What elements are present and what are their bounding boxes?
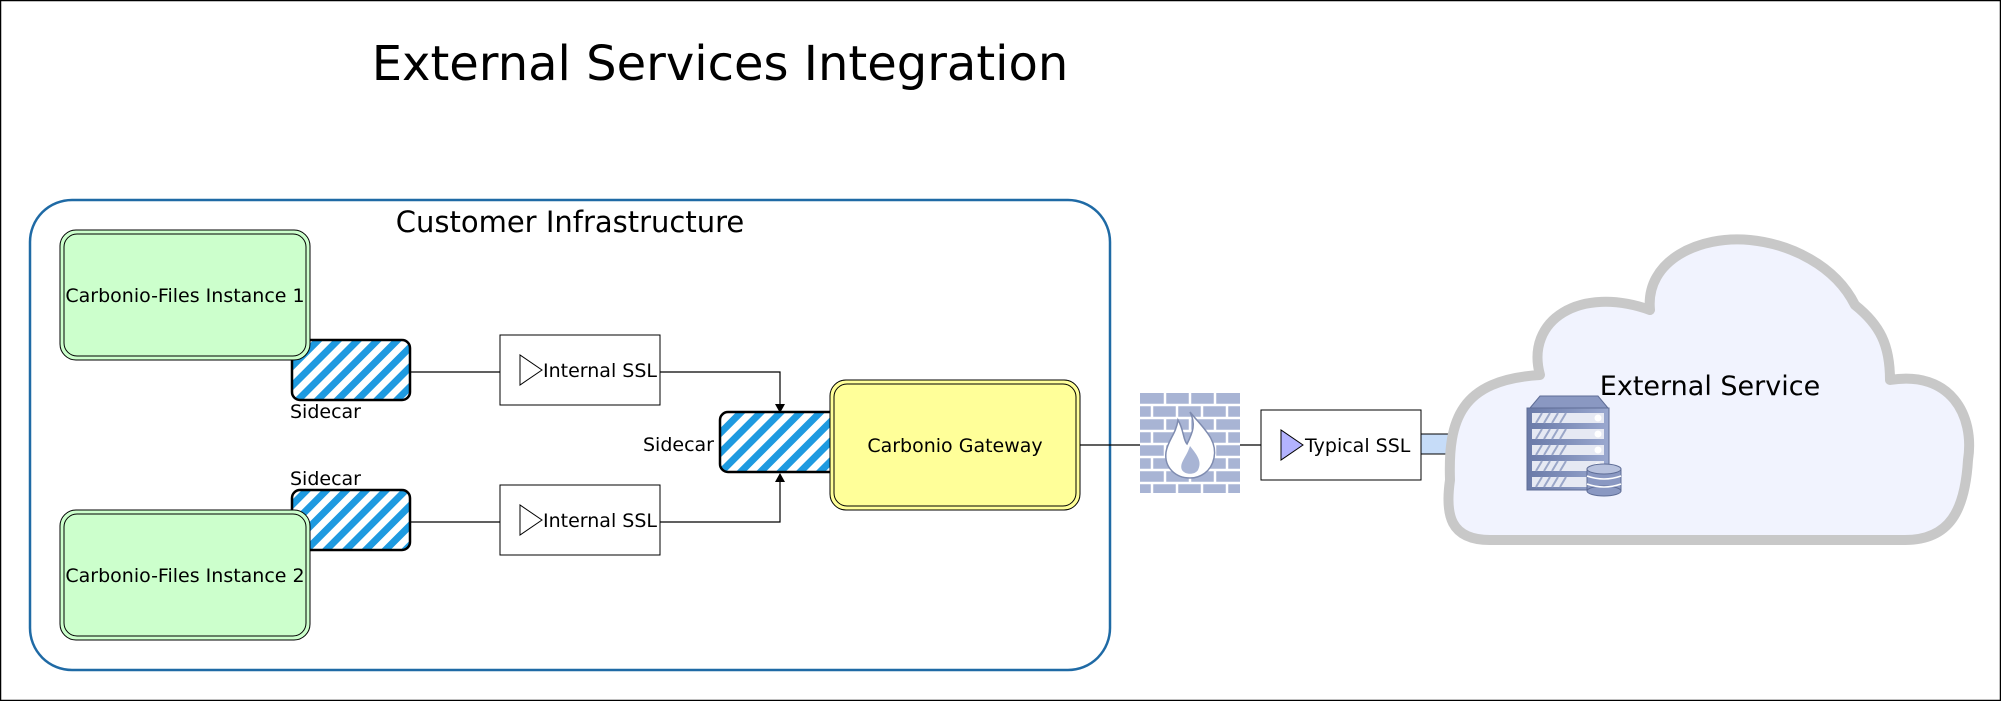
flame-icon (1165, 411, 1216, 479)
server-slots (1532, 413, 1604, 487)
carbonio-files-instance-2[interactable]: Carbonio-Files Instance 2 (59, 509, 311, 641)
typical-ssl-label: Typical SSL (1304, 435, 1411, 457)
internal-ssl-2-box (499, 484, 661, 556)
flame-core (1181, 446, 1200, 474)
instance-2-inner-border (63, 513, 307, 637)
internal-ssl-1[interactable]: Internal SSL (499, 334, 661, 406)
gateway-inner-border (833, 383, 1077, 507)
instance-1-label: Carbonio-Files Instance 1 (65, 285, 304, 307)
arrowhead-up (775, 473, 785, 482)
external-service-label: External Service (1600, 371, 1820, 402)
carbonio-gateway[interactable]: Carbonio Gateway (829, 379, 1081, 511)
sidecar-2-label: Sidecar (290, 468, 361, 490)
play-triangle-icon (1280, 429, 1304, 461)
play-triangle-icon (519, 354, 543, 386)
internal-ssl-2[interactable]: Internal SSL (499, 484, 661, 556)
carbonio-files-instance-1[interactable]: Carbonio-Files Instance 1 (59, 229, 311, 361)
sidecar-1 (290, 338, 412, 402)
instance-1-inner-border (63, 233, 307, 357)
firewall-icon (1140, 393, 1240, 493)
connectors (410, 371, 1261, 523)
arrowhead-down (775, 404, 785, 413)
gateway-sidecar-label: Sidecar (643, 434, 714, 456)
database-icon (1586, 463, 1622, 497)
customer-infrastructure-container (28, 198, 1112, 672)
customer-infrastructure-label: Customer Infrastructure (396, 205, 745, 239)
instance-2-box (59, 509, 311, 641)
gateway-box (829, 379, 1081, 511)
connector-ssl1-gateway-sidecar (660, 371, 781, 412)
internal-ssl-2-label: Internal SSL (543, 510, 657, 532)
server-top (1528, 395, 1610, 409)
gateway-label: Carbonio Gateway (867, 435, 1042, 457)
diagram-title: External Services Integration (372, 36, 1069, 92)
instance-2-label: Carbonio-Files Instance 2 (65, 565, 304, 587)
server-slot-stripes (1535, 412, 1567, 488)
play-triangle-icon (519, 504, 543, 536)
gateway-sidecar (718, 410, 842, 474)
internal-ssl-1-label: Internal SSL (543, 360, 657, 382)
server-database-icon (1526, 395, 1622, 497)
typical-ssl[interactable]: Typical SSL (1260, 409, 1422, 481)
instance-1-box (59, 229, 311, 361)
sidecar-1-label: Sidecar (290, 401, 361, 423)
connector-ssl2-gateway-sidecar (660, 474, 781, 523)
